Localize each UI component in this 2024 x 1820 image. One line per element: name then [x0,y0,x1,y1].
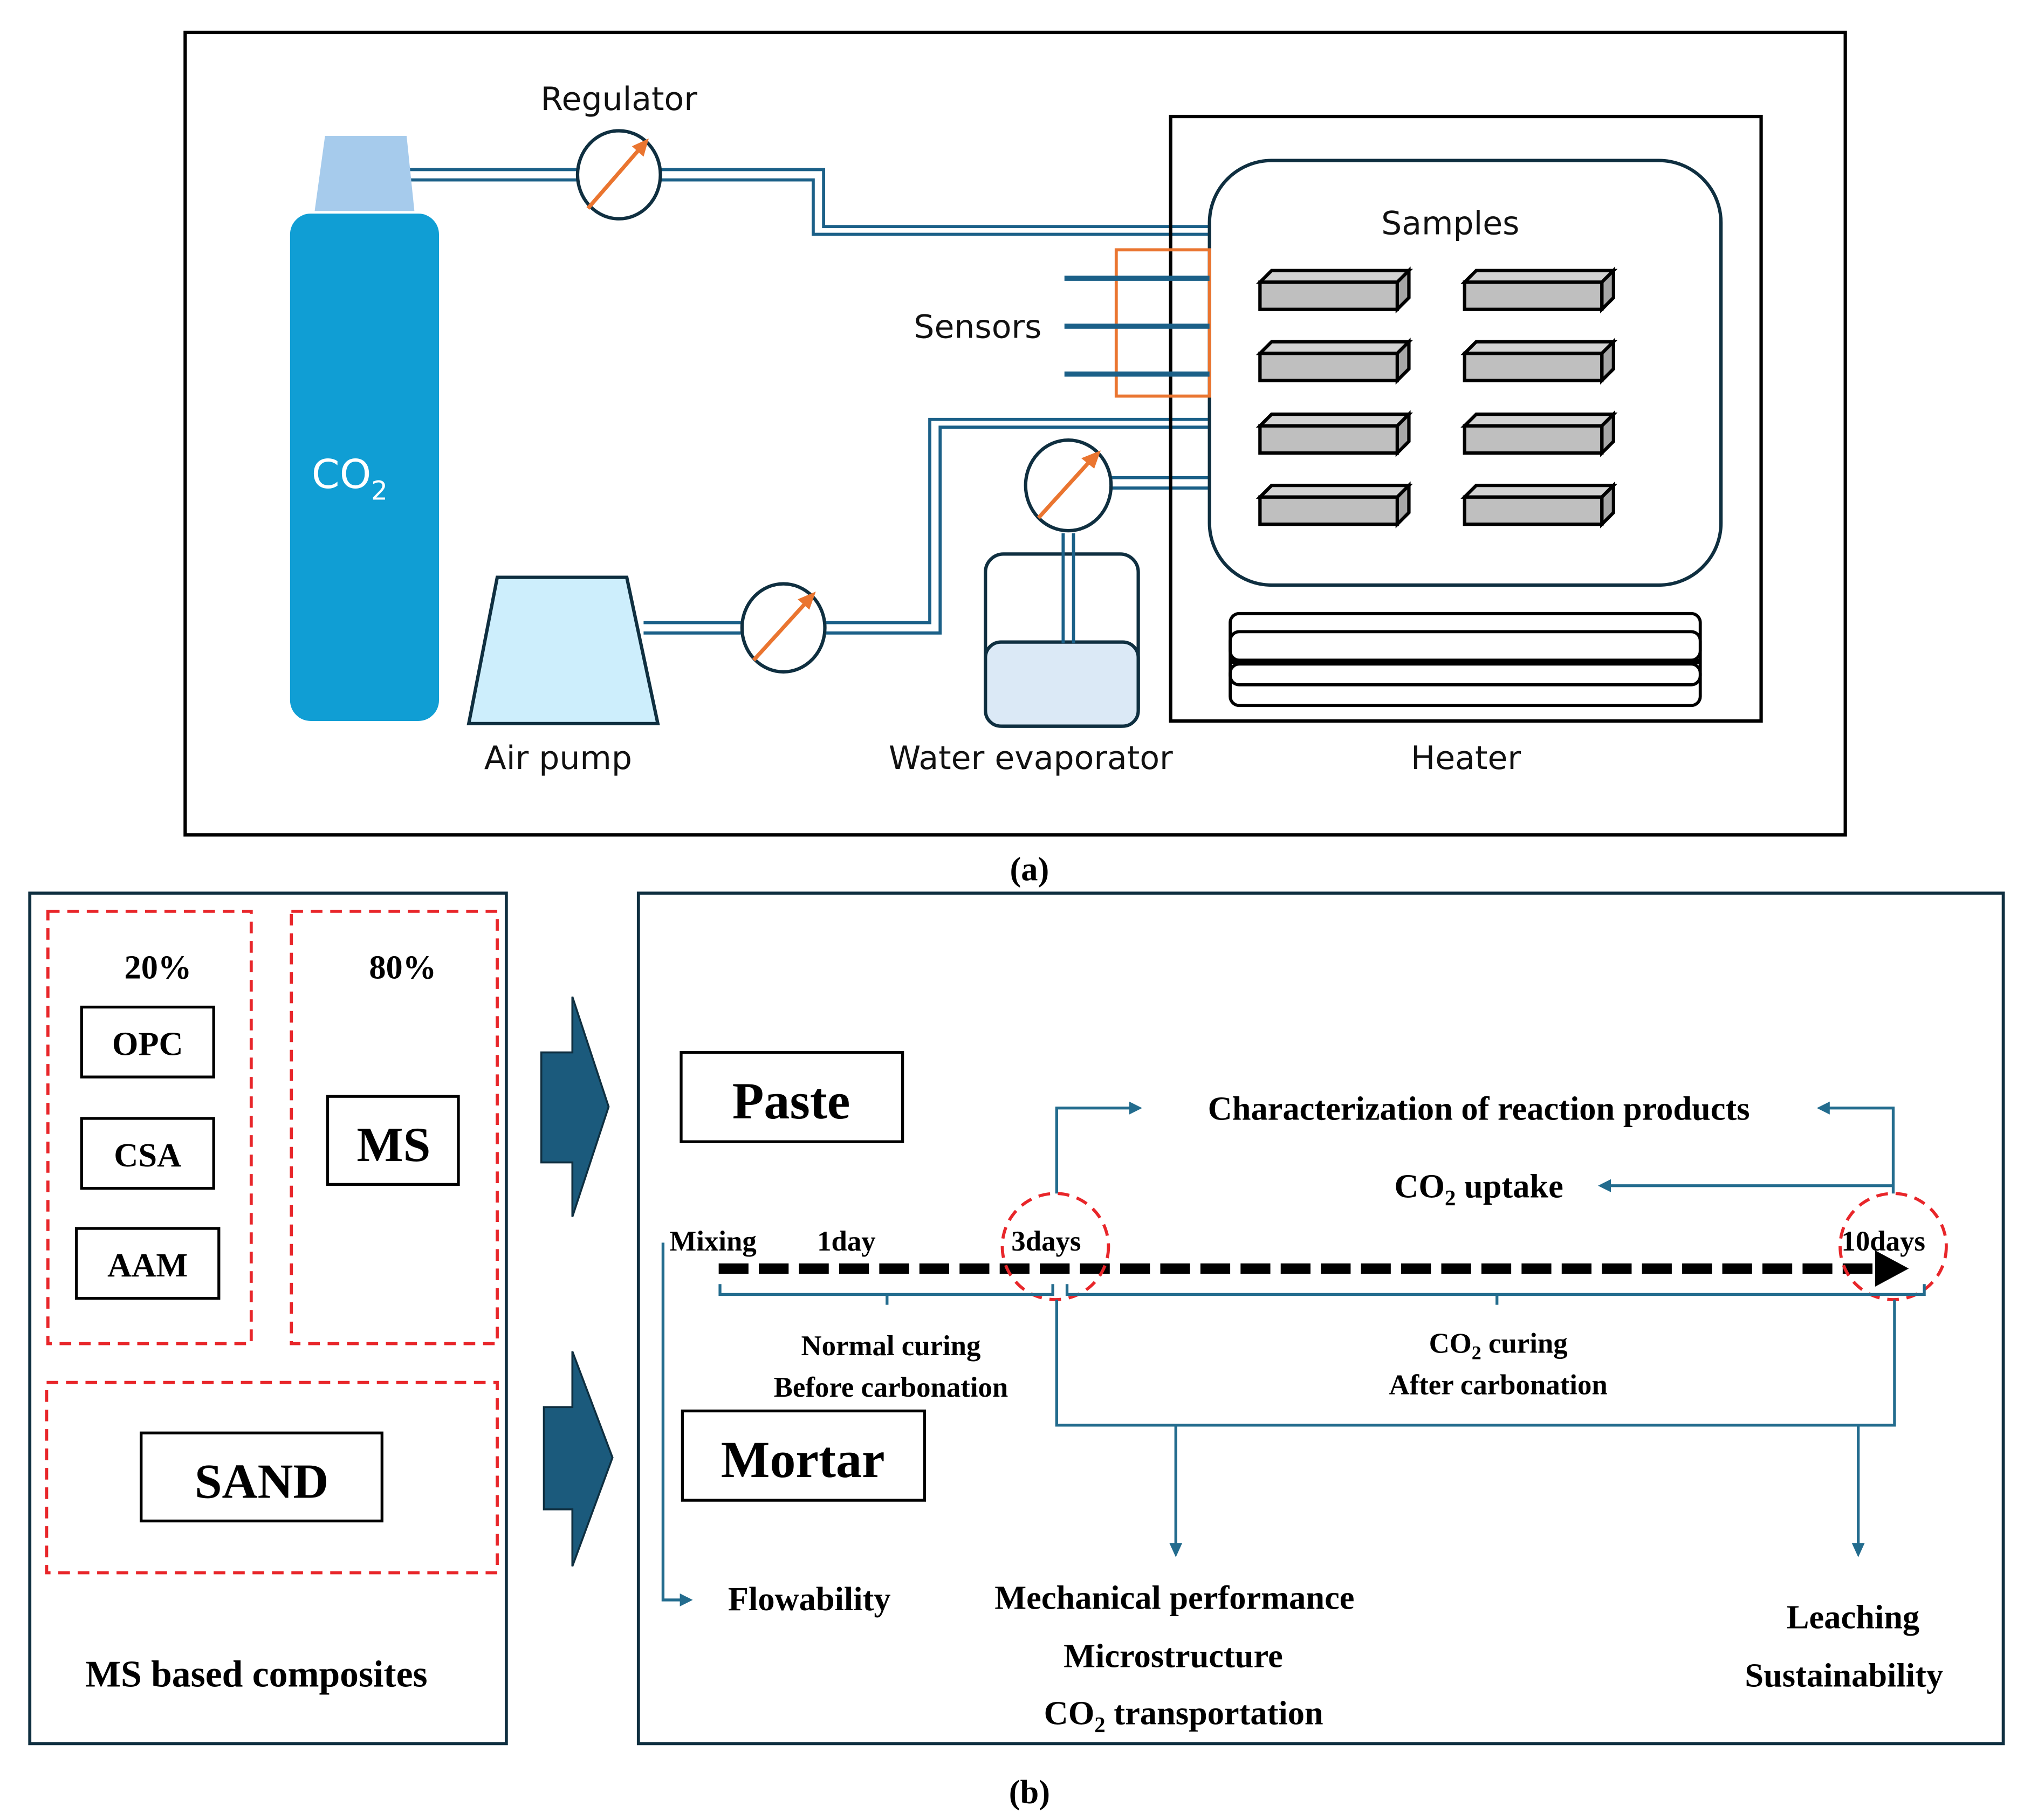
co2-uptake-label: CO2 uptake [1394,1167,1563,1210]
after-carbonation-label: After carbonation [1389,1369,1607,1400]
svg-text:Mortar: Mortar [721,1431,885,1488]
timeline-day1: 1day [817,1226,876,1257]
svg-text:CO2: CO2 [312,451,388,506]
co2-transportation-label: CO2 transportation [1044,1694,1323,1736]
air-pump-pipe [643,417,1210,635]
co2-tank-body [290,214,439,722]
co2-tank-subscript: 2 [371,476,388,506]
sample-block [1255,481,1413,528]
svg-text:Paste: Paste [732,1072,850,1130]
panel-b-workflow: Paste Mortar Mixing 1day 3days 10days No… [636,891,2005,1746]
characterization-arrow-right [1816,1101,1895,1194]
mortar-box: Mortar [681,1409,927,1502]
water-evaporator: Water evaporator [889,533,1173,777]
sample-block [1460,481,1618,528]
co2-tank-label: CO [312,451,372,498]
ms-box: MS [326,1095,460,1186]
binder-opc: OPC [80,1005,215,1079]
sample-block [1255,266,1413,314]
big-arrow-mortar [543,1351,614,1567]
before-carbonation-label: Before carbonation [774,1372,1008,1403]
composites-title: MS based composites [85,1654,427,1695]
binder-aam: AAM [75,1227,221,1300]
sensor-frame [1114,248,1211,398]
air-pump: Air pump [466,575,660,777]
sample-block [1460,410,1618,457]
water-evaporator-label: Water evaporator [889,739,1173,777]
panel-b-caption: (b) [1009,1773,1050,1811]
sample-block [1460,266,1618,314]
characterization-arrow-left [1055,1101,1142,1194]
air-pump-label: Air pump [484,739,632,777]
air-pump-gauge [740,582,827,674]
panel-b-composites: 20% OPC CSA AAM 80% MS SAND MS based com… [28,891,508,1746]
timeline-mixing: Mixing [669,1226,756,1257]
co2-tank-cap [314,136,415,211]
binder-csa: CSA [80,1117,215,1190]
sample-block [1255,338,1413,385]
heater-label: Heater [1411,739,1521,777]
panel-a-caption: (a) [1010,850,1049,888]
regulator-gauge: Regulator [541,80,698,221]
mortar-tests-connector [1055,1300,1896,1557]
sample-block [1255,410,1413,457]
sand-group [45,1381,499,1575]
timeline-day3: 3days [1011,1226,1081,1257]
normal-curing-label: Normal curing [801,1330,981,1362]
binder-percent: 20% [125,949,192,986]
co2-curing-label: CO2 curing [1429,1328,1568,1363]
sustainability-label: Sustainability [1745,1657,1943,1694]
sample-block [1460,338,1618,385]
flowability-arrow [661,1242,693,1606]
co2-curing-brace [1065,1284,1926,1305]
svg-text:OPC: OPC [112,1025,183,1062]
co2-supply-pipe [404,168,1210,236]
sample-blocks [1255,266,1618,528]
ms-group [290,910,499,1345]
binder-group [46,910,253,1345]
uptake-arrow [1598,1179,1893,1192]
ms-percent: 80% [369,949,436,986]
big-arrow-paste [540,996,610,1217]
evaporator-gauge [1024,438,1113,533]
timeline-arrow [718,1250,1909,1287]
flowability-label: Flowability [728,1580,891,1618]
workflow-frame [636,891,2005,1746]
samples-label: Samples [1381,204,1519,242]
svg-text:SAND: SAND [195,1454,328,1508]
curing-chamber: Samples Heater [1169,114,1763,777]
sensors-label: Sensors [914,308,1041,346]
leaching-label: Leaching [1787,1598,1919,1636]
microstructure-label: Microstructure [1064,1637,1283,1675]
paste-box: Paste [680,1050,904,1143]
co2-tank: CO2 [290,136,439,722]
sand-box: SAND [140,1431,383,1523]
heater-housing [1169,114,1763,723]
svg-text:AAM: AAM [107,1246,188,1284]
characterization-label: Characterization of reaction products [1208,1089,1750,1127]
timeline-day10: 10days [1841,1226,1925,1257]
sensors: Sensors [914,248,1211,398]
heater-coils [1229,612,1702,708]
svg-text:MS: MS [357,1117,431,1172]
regulator-label: Regulator [541,80,698,118]
normal-curing-brace [718,1284,1054,1305]
svg-text:CSA: CSA [114,1136,181,1174]
mechanical-label: Mechanical performance [994,1579,1354,1617]
panel-a: CO2 Regulator Air pump [183,30,1847,888]
